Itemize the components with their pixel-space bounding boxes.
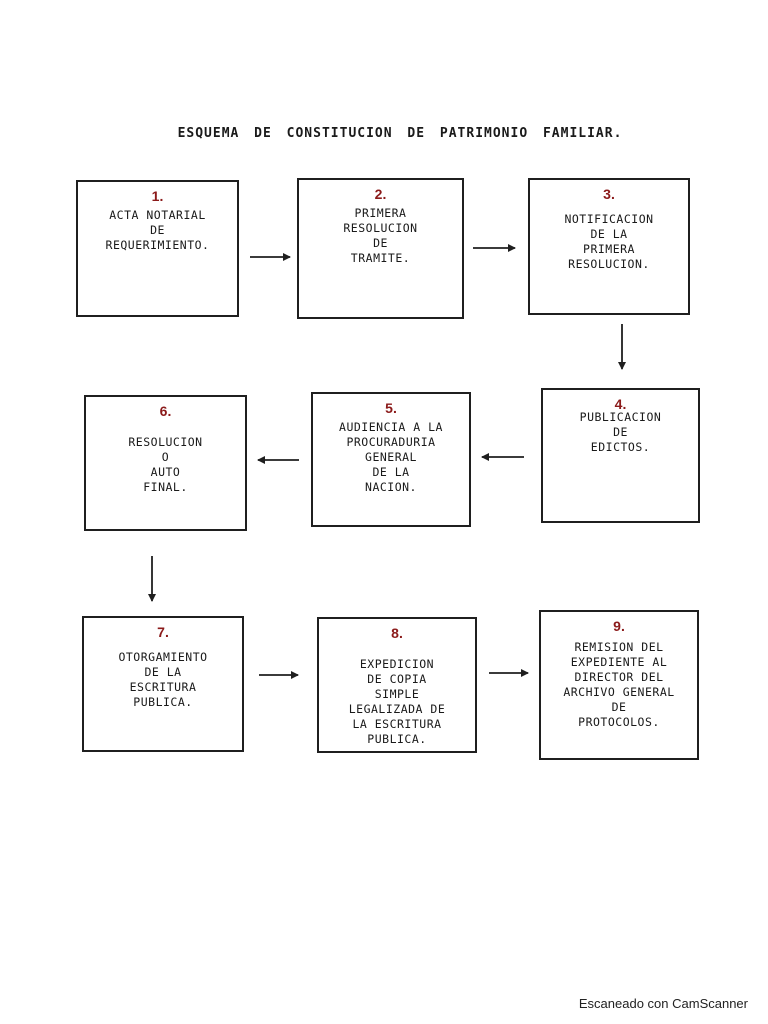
step-number-3: 3. xyxy=(603,186,615,202)
step-box-6: 6. RESOLUCION O AUTO FINAL. xyxy=(84,395,247,531)
step-number-1: 1. xyxy=(151,188,164,204)
step-box-8: 8. EXPEDICION DE COPIA SIMPLE LEGALIZADA… xyxy=(317,617,477,753)
step-text-1: ACTA NOTARIAL DE REQUERIMIENTO. xyxy=(105,208,210,252)
step-text-7: OTORGAMIENTO DE LA ESCRITURA PUBLICA. xyxy=(118,650,208,709)
step-number-4: 4. xyxy=(614,396,627,412)
step-text-4: PUBLICACION DE EDICTOS. xyxy=(579,410,662,454)
step-text-8: EXPEDICION DE COPIA SIMPLE LEGALIZADA DE… xyxy=(348,657,446,746)
step-text-9: REMISION DEL EXPEDIENTE AL DIRECTOR DEL … xyxy=(563,640,675,729)
step-text-3: NOTIFICACION DE LA PRIMERA RESOLUCION. xyxy=(564,212,654,271)
step-box-2: 2. PRIMERA RESOLUCION DE TRAMITE. xyxy=(297,178,464,319)
step-number-8: 8. xyxy=(391,625,403,641)
step-text-6: RESOLUCION O AUTO FINAL. xyxy=(128,435,203,494)
step-box-5: 5. AUDIENCIA A LA PROCURADURIA GENERAL D… xyxy=(311,392,471,527)
scanner-watermark: Escaneado con CamScanner xyxy=(578,996,748,1011)
page-title: ESQUEMA DE CONSTITUCION DE PATRIMONIO FA… xyxy=(177,126,623,141)
step-number-9: 9. xyxy=(613,618,625,634)
step-text-5: AUDIENCIA A LA PROCURADURIA GENERAL DE L… xyxy=(339,420,443,494)
step-box-4: 4. PUBLICACION DE EDICTOS. xyxy=(541,388,700,523)
step-number-6: 6. xyxy=(159,403,172,419)
step-text-2: PRIMERA RESOLUCION DE TRAMITE. xyxy=(343,206,418,265)
step-box-7: 7. OTORGAMIENTO DE LA ESCRITURA PUBLICA. xyxy=(82,616,244,752)
step-box-1: 1. ACTA NOTARIAL DE REQUERIMIENTO. xyxy=(76,180,239,317)
step-box-3: 3. NOTIFICACION DE LA PRIMERA RESOLUCION… xyxy=(528,178,690,315)
step-number-5: 5. xyxy=(385,400,397,416)
step-number-2: 2. xyxy=(374,186,387,202)
step-box-9: 9. REMISION DEL EXPEDIENTE AL DIRECTOR D… xyxy=(539,610,699,760)
step-number-7: 7. xyxy=(157,624,169,640)
